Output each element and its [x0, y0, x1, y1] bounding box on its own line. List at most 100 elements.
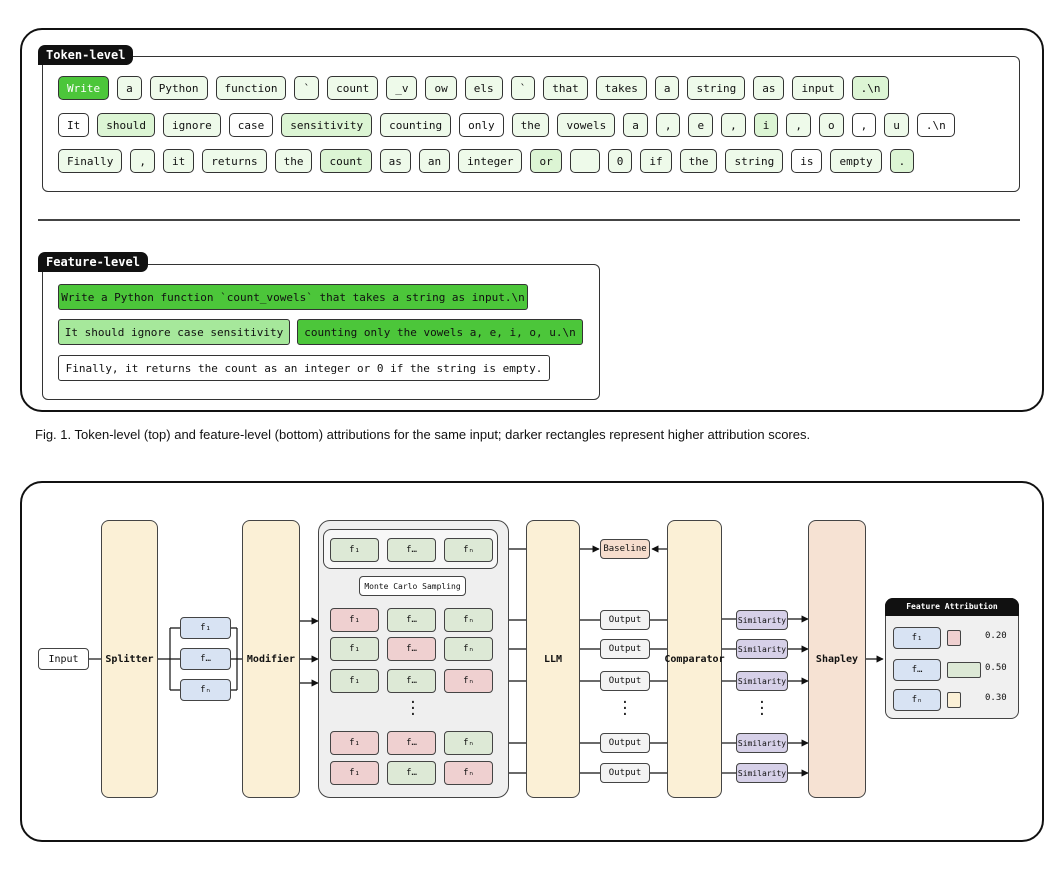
- token: ow: [425, 76, 457, 100]
- splitter-block: Splitter: [101, 520, 158, 798]
- token: It: [58, 113, 90, 137]
- feature-3: counting only the vowels a, e, i, o, u.\…: [297, 319, 583, 345]
- output-node-1: Output: [600, 610, 650, 630]
- token: string: [687, 76, 746, 100]
- output-node-5: Output: [600, 763, 650, 783]
- token: i: [753, 113, 779, 137]
- attribution-swatch: [947, 692, 961, 708]
- token: .: [889, 149, 915, 173]
- token: a: [623, 113, 648, 137]
- sample-4-feature-2: f…: [387, 731, 436, 755]
- attribution-value: 0.30: [985, 693, 1007, 703]
- split-feature-n: fₙ: [180, 679, 231, 701]
- token: or: [530, 149, 562, 173]
- token-level-tag: Token-level: [38, 45, 134, 65]
- token: .\n: [916, 113, 955, 137]
- output-node-4: Output: [600, 733, 650, 753]
- token: vowels: [557, 113, 616, 137]
- similarity-node-2: Similarity: [736, 639, 788, 659]
- token: Finally: [58, 149, 123, 173]
- section-divider: [38, 219, 1020, 221]
- token: as: [753, 76, 785, 100]
- sample-2-feature-2: f…: [387, 637, 436, 661]
- attribution-swatch: [947, 630, 961, 646]
- similarity-node-5: Similarity: [736, 763, 788, 783]
- split-feature-1: f₁: [180, 617, 231, 639]
- sample-1-feature-2: f…: [387, 608, 436, 632]
- attribution-swatch: [947, 662, 981, 678]
- token: function: [215, 76, 287, 100]
- token: input: [792, 76, 844, 100]
- token: els: [464, 76, 503, 100]
- sample-1-feature-3: fₙ: [444, 608, 493, 632]
- token: o: [818, 113, 844, 137]
- sample-4-feature-1: f₁: [330, 731, 379, 755]
- token: as: [379, 149, 411, 173]
- feature-attribution-header: Feature Attribution: [885, 598, 1019, 616]
- token: Python: [149, 76, 208, 100]
- baseline-f1: f₁: [330, 538, 379, 562]
- sample-5-feature-1: f₁: [330, 761, 379, 785]
- figure-caption: Fig. 1. Token-level (top) and feature-le…: [35, 427, 811, 442]
- token: integer: [458, 149, 523, 173]
- token: case: [228, 113, 274, 137]
- sampling-dots: ···: [408, 695, 418, 723]
- token: ,: [721, 113, 746, 137]
- token: count: [320, 149, 372, 173]
- token: count: [327, 76, 379, 100]
- sample-2-feature-1: f₁: [330, 637, 379, 661]
- sample-3-feature-3: fₙ: [444, 669, 493, 693]
- token: a: [654, 76, 680, 100]
- attribution-feature-label: f…: [893, 659, 941, 681]
- attribution-value: 0.50: [985, 663, 1007, 673]
- baseline-fdots: f…: [387, 538, 436, 562]
- attribution-feature-label: fₙ: [893, 689, 941, 711]
- token: _v: [386, 76, 418, 100]
- token: u: [884, 113, 909, 137]
- token: takes: [595, 76, 647, 100]
- feature-4: Finally, it returns the count as an inte…: [58, 355, 550, 381]
- sample-5-feature-3: fₙ: [444, 761, 493, 785]
- token: if: [640, 149, 672, 173]
- token: a: [117, 76, 142, 100]
- sample-4-feature-3: fₙ: [444, 731, 493, 755]
- baseline-fn: fₙ: [444, 538, 493, 562]
- output-dots: ···: [620, 695, 630, 723]
- modifier-block: Modifier: [242, 520, 300, 798]
- token: ,: [130, 149, 155, 173]
- token: ignore: [163, 113, 221, 137]
- similarity-node-3: Similarity: [736, 671, 788, 691]
- sample-2-feature-3: fₙ: [444, 637, 493, 661]
- token: ,: [851, 113, 877, 137]
- similarity-node-4: Similarity: [736, 733, 788, 753]
- token: ,: [786, 113, 811, 137]
- sample-1-feature-1: f₁: [330, 608, 379, 632]
- token: `: [294, 76, 320, 100]
- token: counting: [380, 113, 452, 137]
- attribution-value: 0.20: [985, 631, 1007, 641]
- token: e: [688, 113, 714, 137]
- sample-5-feature-2: f…: [387, 761, 436, 785]
- token: only: [459, 113, 504, 137]
- output-node-3: Output: [600, 671, 650, 691]
- split-feature-middle: f…: [180, 648, 231, 670]
- sample-3-feature-2: f…: [387, 669, 436, 693]
- similarity-dots: ···: [757, 695, 767, 723]
- input-node: Input: [38, 648, 89, 670]
- token: it: [162, 149, 195, 173]
- token: ,: [655, 113, 681, 137]
- shapley-block: Shapley: [808, 520, 866, 798]
- token: string: [725, 149, 784, 173]
- output-node-2: Output: [600, 639, 650, 659]
- token: an: [418, 149, 451, 173]
- similarity-node-1: Similarity: [736, 610, 788, 630]
- monte-carlo-label: Monte Carlo Sampling: [359, 576, 466, 596]
- token: that: [543, 76, 588, 100]
- token: should: [97, 113, 155, 137]
- baseline-node: Baseline: [600, 539, 650, 559]
- token: the: [679, 149, 718, 173]
